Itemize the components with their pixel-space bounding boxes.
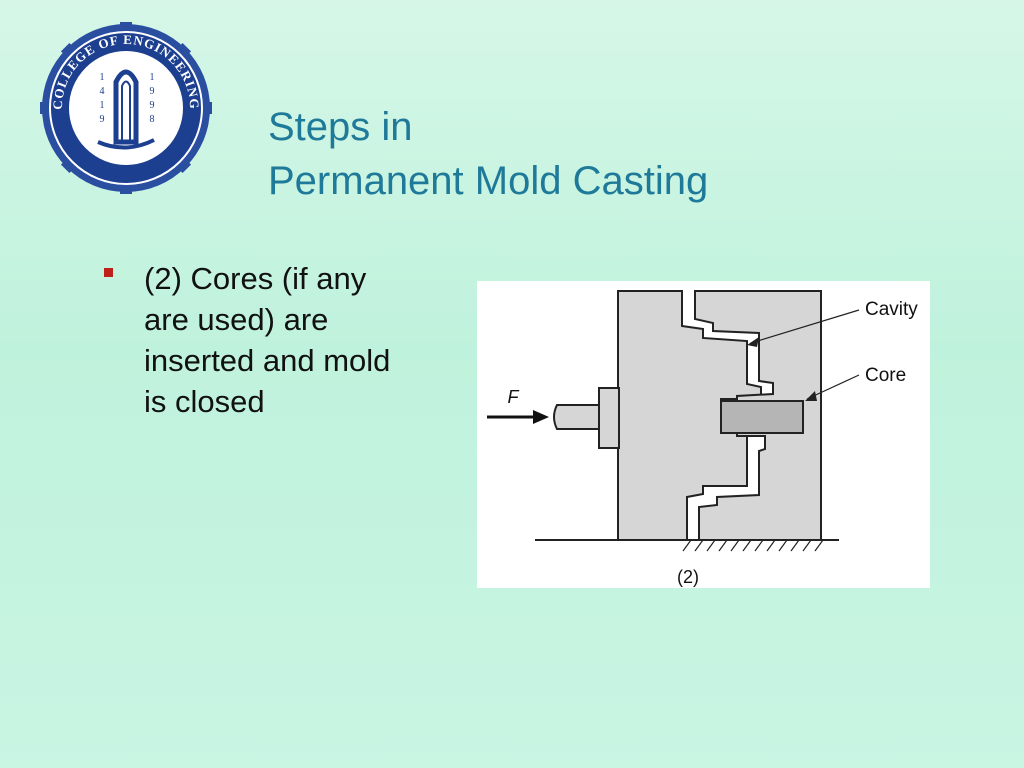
title-line-2: Permanent Mold Casting [268, 159, 709, 203]
college-logo: COLLEGE OF ENGINEERING 1 4 1 9 1 9 9 8 [40, 22, 212, 194]
ground-hatch [682, 539, 824, 552]
mold-diagram: F Cavity Core (2) [477, 281, 930, 588]
figure-caption: (2) [677, 567, 699, 587]
year-digit: 1 [100, 100, 105, 111]
label-cavity: Cavity [865, 299, 918, 320]
slide-title: Steps in Permanent Mold Casting [268, 100, 708, 208]
tower-icon [97, 69, 155, 150]
bullet-square-icon [104, 268, 113, 277]
year-digit: 9 [150, 86, 155, 97]
plunger-rod [553, 404, 600, 430]
year-digit: 9 [100, 114, 105, 125]
bullet-text: (2) Cores (if any are used) are inserted… [144, 261, 391, 419]
core-block [720, 400, 804, 434]
year-digit: 1 [100, 72, 105, 83]
force-arrow-icon [533, 410, 549, 424]
year-digit: 8 [150, 114, 155, 125]
label-force: F [508, 387, 520, 407]
year-digit: 9 [150, 100, 155, 111]
plunger-flange [598, 387, 620, 449]
year-digit: 4 [100, 86, 105, 97]
label-core: Core [865, 365, 906, 386]
title-line-1: Steps in [268, 105, 413, 149]
year-digit: 1 [150, 72, 155, 83]
